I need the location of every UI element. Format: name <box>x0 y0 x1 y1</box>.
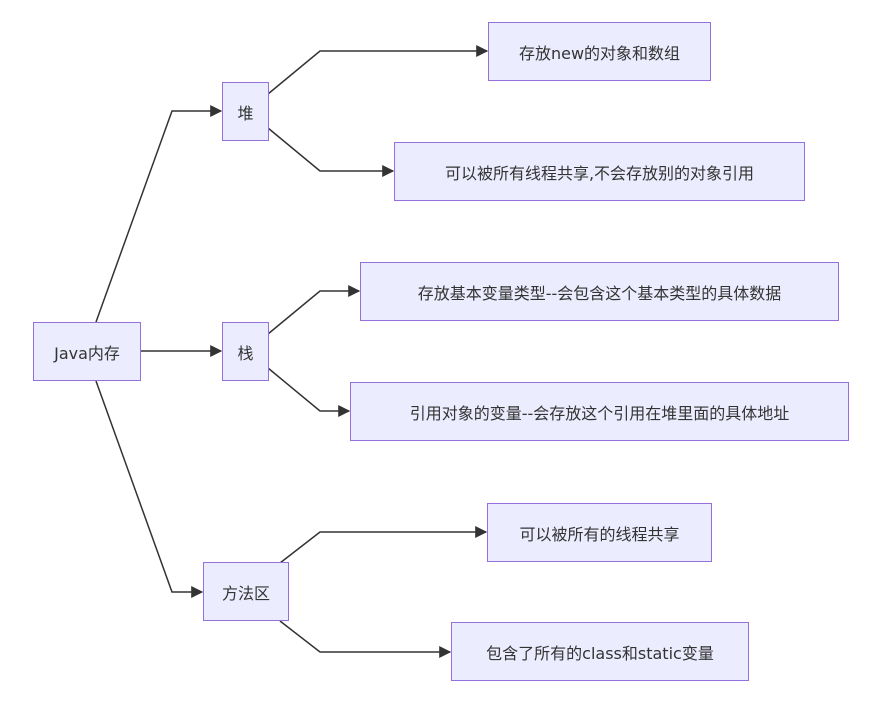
node-method-area: 方法区 <box>203 562 289 621</box>
node-method-shared: 可以被所有的线程共享 <box>487 503 712 562</box>
edge-root-method-area <box>95 380 204 598</box>
node-heap: 堆 <box>222 82 269 141</box>
node-java-memory: Java内存 <box>33 322 141 381</box>
node-heap-new-objects: 存放new的对象和数组 <box>488 22 711 81</box>
edge-heap-heap-2 <box>267 127 395 177</box>
edge-method-area-method-2 <box>279 620 452 658</box>
node-stack-primitive: 存放基本变量类型--会包含这个基本类型的具体数据 <box>360 262 839 321</box>
node-heap-shared: 可以被所有线程共享,不会存放别的对象引用 <box>394 142 805 201</box>
edge-root-heap <box>95 105 223 323</box>
edge-stack-stack-1 <box>267 285 361 335</box>
node-method-class-static: 包含了所有的class和static变量 <box>451 622 749 681</box>
node-stack: 栈 <box>222 322 269 381</box>
edge-heap-heap-1 <box>267 45 489 95</box>
edge-method-area-method-1 <box>279 526 488 564</box>
node-stack-reference: 引用对象的变量--会存放这个引用在堆里面的具体地址 <box>350 382 849 441</box>
edge-stack-stack-2 <box>267 367 351 417</box>
